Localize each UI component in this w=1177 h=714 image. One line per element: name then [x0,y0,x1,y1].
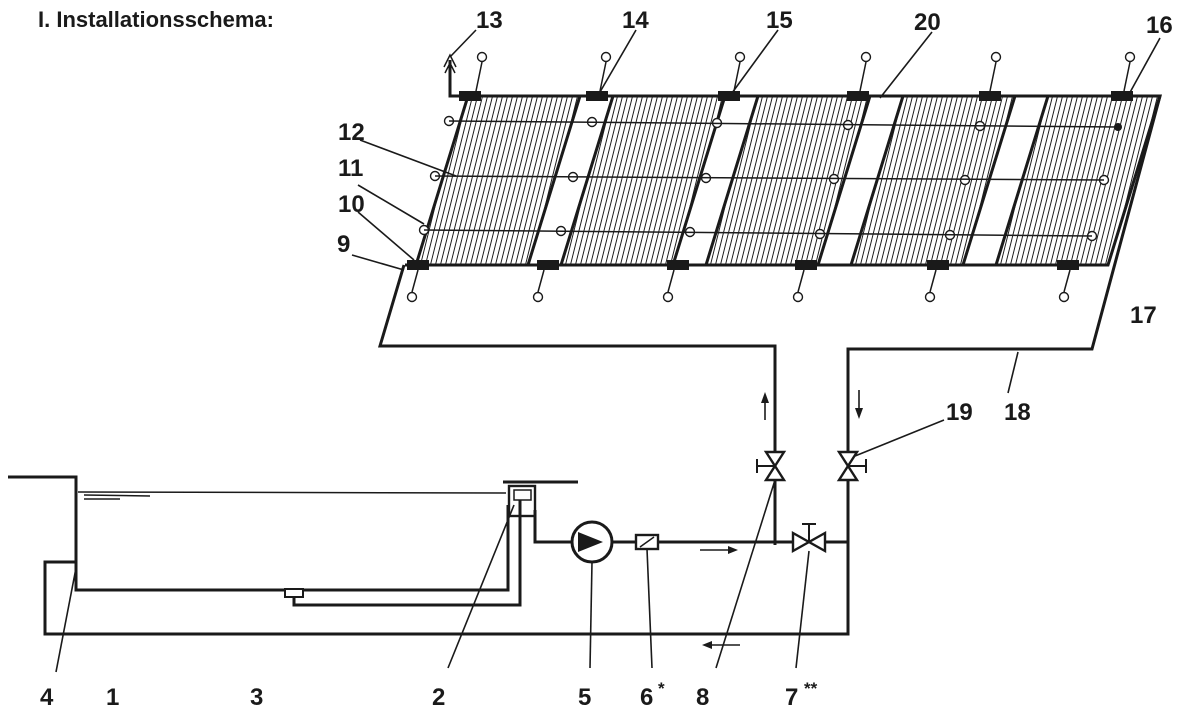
collector-return-pipe [43,95,1162,636]
sensor-bulb [924,291,936,303]
pool-floor-right [298,505,510,592]
collector-panel [558,94,728,267]
label-filter-mark: * [658,679,665,698]
sensor-post [537,269,545,293]
flow-arrow-left-head [702,641,712,649]
sensor-bulb [476,51,488,63]
air-vent-arrow [443,53,457,74]
label-air-vent: 13 [476,7,503,34]
label-end-cap: 16 [1146,12,1173,39]
label-pool: 1 [106,684,119,711]
sensor-post [1123,61,1131,92]
suction-pipe [533,510,572,544]
diagram-title: I. Installationsschema: [38,7,274,32]
sensor-post [797,269,805,293]
sensor-bulb [792,291,804,303]
sensor-post [475,61,483,92]
main-drain [284,588,304,598]
sensor-bulb [734,51,746,63]
drain-pipe [292,500,522,607]
skimmer-inner [513,489,532,501]
sensor-post [411,269,419,293]
sensor-bulb [532,291,544,303]
sensor-bulb [662,291,674,303]
sensor-post [1063,269,1071,293]
flow-arrow-up-head [761,392,769,403]
sensor-post [667,269,675,293]
label-filter: 6 [640,684,653,711]
sensor-bulb [1124,51,1136,63]
water-surface-short-1 [83,494,151,497]
label-inlet: 4 [40,684,54,711]
return-valve [836,450,867,482]
air-vent-pipe [448,60,455,98]
label-absorber: 20 [914,9,941,36]
water-surface-line [77,491,507,494]
label-supply-valve: 8 [696,684,709,711]
sensor-bulb [959,174,971,186]
label-clamp: 10 [338,191,365,218]
label-bypass-valve-mark: ** [804,679,818,698]
leader-lines [55,29,1161,673]
collector-supply-pipe [377,264,777,545]
supply-valve [756,450,787,482]
flow-arrow-down-head [855,408,863,419]
sensor-bulb [406,291,418,303]
label-bypass-valve: 7 [785,684,798,711]
label-main-drain: 3 [250,684,263,711]
sensor-post [859,61,867,92]
sensor-line-upper [448,120,1119,128]
sensor-bulb [990,51,1002,63]
flow-arrow-right-head [728,546,738,554]
sensor-bulb [1058,291,1070,303]
pump-icon [578,532,603,552]
sensor-line-middle [434,175,1105,181]
label-collector-panel: 12 [338,119,365,146]
label-connector: 14 [622,7,649,34]
label-sensor-line: 11 [338,155,363,182]
label-return-line: 17 [1130,302,1157,329]
label-return-pipe: 18 [1004,399,1031,426]
sensor-bulb [600,51,612,63]
label-collector-inlet: 9 [337,231,350,258]
label-coupling: 15 [766,7,793,34]
label-return-valve: 19 [946,399,973,426]
sensor-bulb [860,51,872,63]
sensor-line-lower [423,229,1093,237]
collector-panel [848,94,1018,267]
skimmer-housing [507,484,537,518]
label-pump: 5 [578,684,591,711]
sensor-post [929,269,937,293]
bypass-valve [791,523,827,554]
filter-diagonal [639,536,655,548]
sensor-post [989,61,997,92]
sensor-post [733,61,741,92]
label-skimmer: 2 [432,684,445,711]
pool-edge-left [8,475,292,592]
sensor-post [599,61,607,92]
